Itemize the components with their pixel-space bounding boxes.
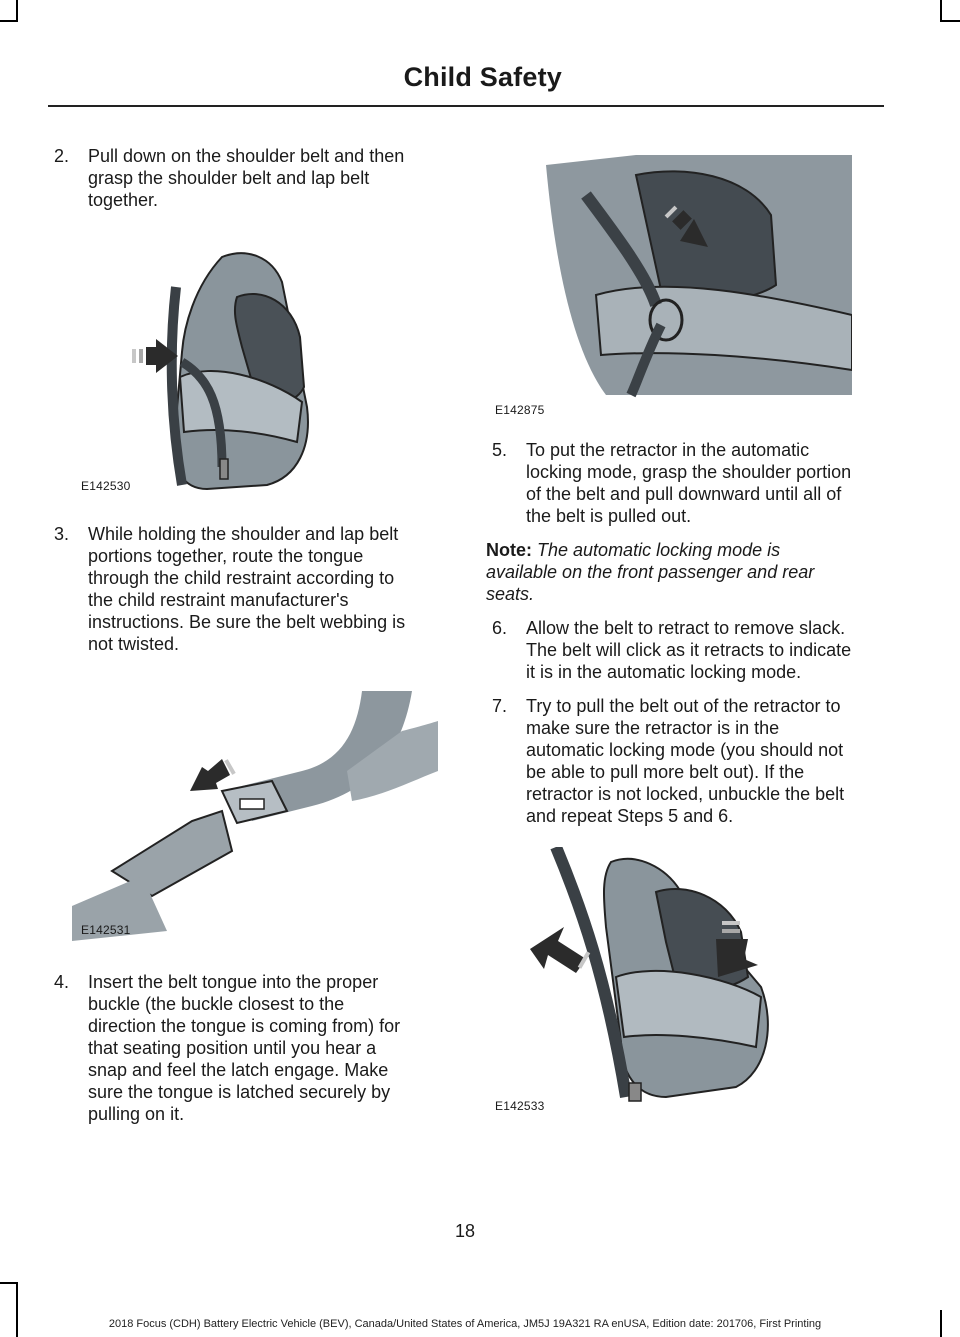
step-text: Allow the belt to retract to remove slac… [526, 618, 852, 682]
crop-mark [0, 1282, 18, 1284]
step-5: 5. To put the retractor in the automatic… [486, 439, 852, 527]
note-text: The automatic locking mode is available … [486, 540, 815, 604]
step-text: Pull down on the shoulder belt and then … [88, 146, 405, 210]
crop-mark [940, 20, 960, 22]
step-text: To put the retractor in the automatic lo… [526, 440, 852, 526]
figure-retractor-pull: E142875 [486, 155, 852, 421]
figure-belt-tongue: E142531 [72, 671, 438, 941]
figure-check-locked: E142533 [486, 847, 806, 1117]
crop-mark [16, 1282, 18, 1337]
right-column: E142875 5. To put the retractor in the a… [486, 155, 852, 1117]
step-number: 3. [54, 524, 70, 544]
figure-code: E142875 [495, 403, 545, 417]
figure-code: E142530 [81, 479, 131, 493]
crop-mark [0, 20, 18, 22]
step-7: 7. Try to pull the belt out of the retra… [486, 695, 852, 827]
page-title: Child Safety [403, 62, 562, 92]
step-text: Insert the belt tongue into the proper b… [88, 972, 401, 1124]
left-column: 2. Pull down on the shoulder belt and th… [48, 145, 438, 1125]
step-text: While holding the shoulder and lap belt … [88, 524, 406, 654]
arrow-icon [190, 759, 236, 791]
arrow-icon [530, 927, 591, 973]
page-number: 18 [454, 1221, 476, 1241]
note: Note: The automatic locking mode is avai… [486, 539, 852, 605]
step-number: 6. [492, 618, 508, 638]
step-number: 2. [54, 146, 70, 166]
arrow-icon [664, 205, 708, 247]
header-rule [48, 105, 884, 107]
crop-mark [940, 0, 942, 22]
belt-buckle-illustration [72, 691, 438, 941]
step-text: Try to pull the belt out of the retracto… [526, 696, 845, 826]
figure-code: E142531 [81, 923, 131, 937]
child-seat-illustration [546, 155, 852, 398]
step-number: 5. [492, 440, 508, 460]
arrow-icon [716, 921, 758, 977]
step-number: 7. [492, 696, 508, 716]
step-number: 4. [54, 972, 70, 992]
child-seat-illustration [530, 847, 769, 1102]
figure-code: E142533 [495, 1099, 545, 1113]
crop-mark [940, 1310, 942, 1337]
arrow-icon [132, 339, 178, 373]
figure-seat-belt-grasp: E142530 [72, 227, 342, 497]
step-2: 2. Pull down on the shoulder belt and th… [48, 145, 414, 211]
child-seat-illustration [132, 252, 309, 491]
step-6: 6. Allow the belt to retract to remove s… [486, 617, 852, 683]
crop-mark [16, 0, 18, 22]
footer-text: 2018 Focus (CDH) Battery Electric Vehicl… [108, 1318, 822, 1330]
note-label: Note: [486, 540, 532, 560]
step-4: 4. Insert the belt tongue into the prope… [48, 971, 414, 1125]
step-3: 3. While holding the shoulder and lap be… [48, 523, 414, 655]
